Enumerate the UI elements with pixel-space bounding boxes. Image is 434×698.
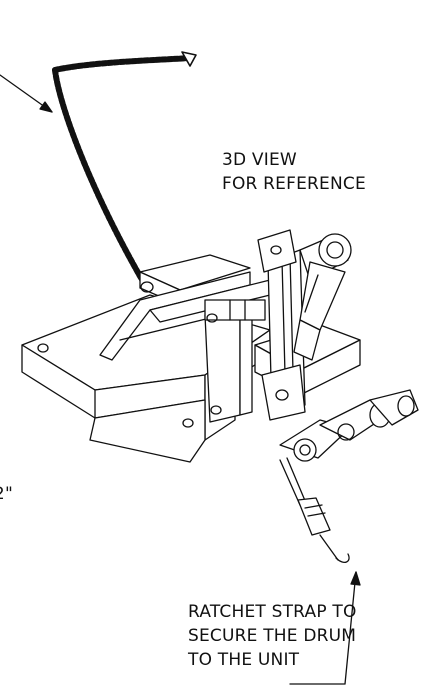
dimension-fragment: /2" [0,484,13,504]
upper-clamp-assembly [293,233,352,361]
lower-jaw-assembly [279,389,419,462]
strap-leader-arrow [289,571,361,685]
view-note-line-2: FOR REFERENCE [222,174,366,194]
reference-view-note: 3D VIEW FOR REFERENCE [222,148,366,196]
mast-frame [204,299,266,423]
lift-column [257,229,306,421]
view-note-line-1: 3D VIEW [222,150,297,170]
strap-note-line-3: TO THE UNIT [188,650,300,670]
ratchet-strap [279,457,350,564]
ratchet-strap-note: RATCHET STRAP TO SECURE THE DRUM TO THE … [188,600,357,672]
chain-leader-arrow [0,74,53,113]
lifting-chain [52,51,197,293]
strap-note-line-1: RATCHET STRAP TO [188,602,357,622]
strap-note-line-2: SECURE THE DRUM [188,626,357,646]
